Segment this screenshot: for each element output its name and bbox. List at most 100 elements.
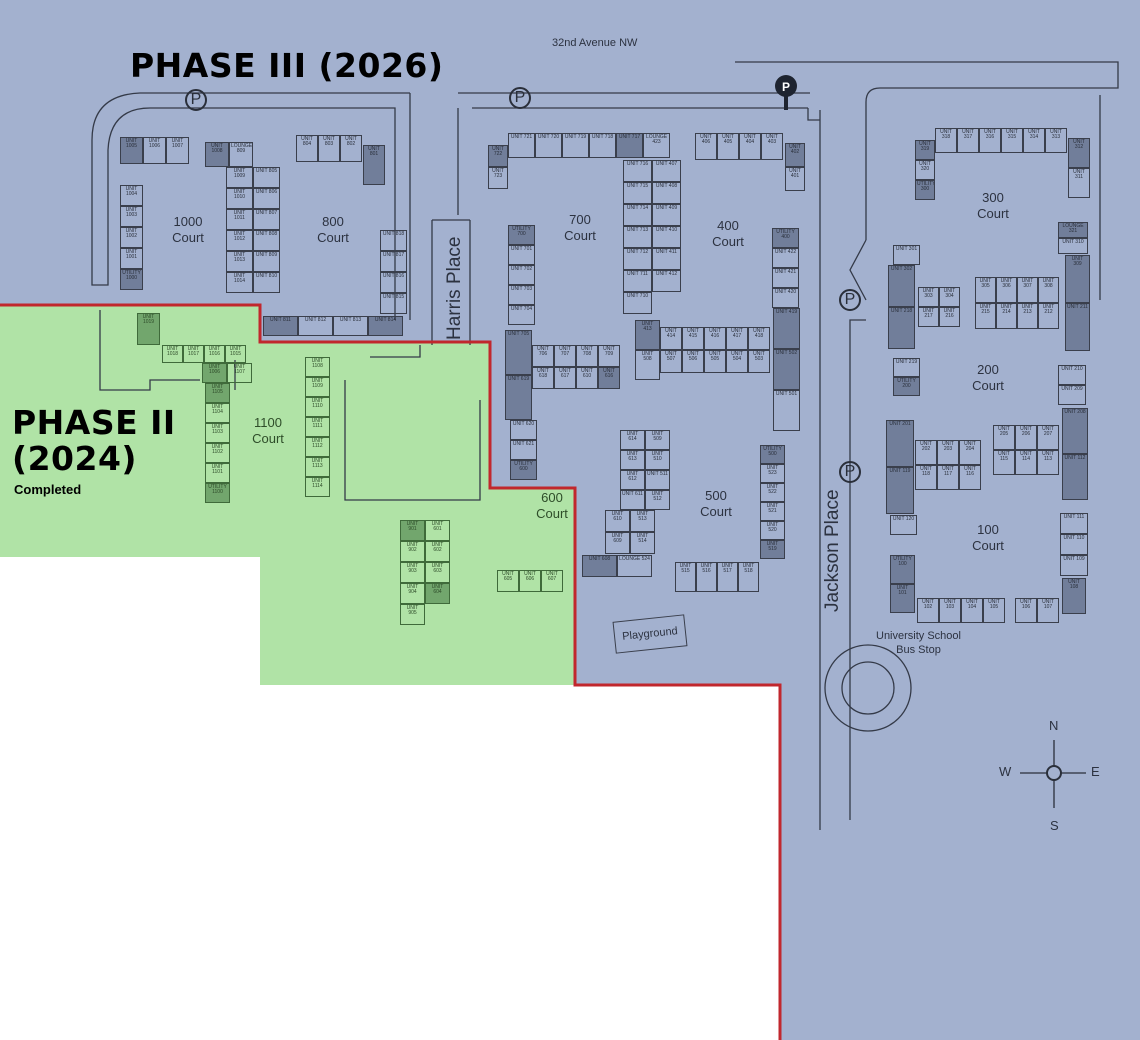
- unit-block: UNIT 309: [1065, 255, 1090, 303]
- compass-west: W: [999, 764, 1012, 779]
- unit-block: UNIT 523: [760, 464, 785, 483]
- unit-block: UNIT 415: [682, 327, 704, 350]
- unit-block: UTILITY 1000: [120, 269, 143, 290]
- unit-block: UNIT 715: [623, 182, 652, 204]
- unit-block: UNIT 501: [773, 390, 800, 431]
- unit-block: UNIT 607: [541, 570, 563, 592]
- unit-block: UNIT 110: [1060, 534, 1088, 555]
- parking-icon: P: [839, 289, 861, 311]
- unit-block: UNIT 713: [623, 226, 652, 248]
- unit-block: UNIT 707: [554, 345, 576, 367]
- unit-block: UNIT 418: [748, 327, 770, 350]
- unit-block: UNIT 718: [589, 133, 616, 158]
- unit-block: UNIT 612: [620, 470, 645, 490]
- unit-block: UNIT 420: [772, 288, 799, 308]
- unit-block: UNIT 522: [760, 483, 785, 502]
- unit-block: UNIT 202: [915, 440, 937, 465]
- unit-block: UNIT 603: [425, 562, 450, 583]
- unit-block: UNIT 520: [760, 521, 785, 540]
- street-label: 32nd Avenue NW: [552, 37, 638, 49]
- harris-place-label: Harris Place: [444, 236, 465, 340]
- unit-block: UNIT 811: [263, 316, 298, 336]
- unit-block: UNIT 812: [298, 316, 333, 336]
- unit-block: UNIT 722: [488, 145, 508, 167]
- unit-block: UNIT 1013: [226, 251, 253, 272]
- unit-block: UNIT 314: [1023, 128, 1045, 153]
- unit-block: UNIT 204: [959, 440, 981, 465]
- unit-block: UNIT 714: [623, 204, 652, 226]
- unit-block: UNIT 320: [915, 160, 935, 180]
- unit-block: UNIT 602: [425, 541, 450, 562]
- unit-block: UNIT 605: [497, 570, 519, 592]
- unit-block: LOUNGE 809: [229, 142, 253, 167]
- unit-block: UNIT 404: [739, 133, 761, 160]
- unit-block: UNIT 411: [652, 248, 681, 270]
- unit-block: UNIT 510: [645, 450, 670, 470]
- unit-block: UNIT 410: [652, 226, 681, 248]
- unit-block: UNIT 901: [400, 520, 425, 541]
- unit-block: UNIT 111: [1060, 513, 1088, 534]
- unit-block: UNIT 203: [937, 440, 959, 465]
- unit-block: UNIT 421: [772, 268, 799, 288]
- unit-block: UNIT 712: [623, 248, 652, 270]
- parking-icon: P: [509, 87, 531, 109]
- unit-block: UNIT 809: [253, 251, 280, 272]
- unit-block: UNIT 416: [704, 327, 726, 350]
- unit-block: UNIT 1011: [226, 209, 253, 230]
- unit-block: UNIT 1005: [120, 137, 143, 164]
- unit-block: UNIT 104: [961, 598, 983, 623]
- unit-block: UNIT 211: [1065, 303, 1090, 351]
- unit-block: UNIT 1112: [305, 437, 330, 457]
- unit-block: UNIT 723: [488, 167, 508, 189]
- unit-block: UNIT 614: [620, 430, 645, 450]
- unit-block: UNIT 805: [253, 167, 280, 188]
- unit-block: UNIT 613: [620, 450, 645, 470]
- unit-block: UNIT 702: [508, 265, 535, 285]
- unit-block: UNIT 817: [380, 251, 407, 272]
- unit-block: UNIT 1101: [205, 463, 230, 483]
- unit-block: UNIT 511: [645, 470, 670, 490]
- compass-east: E: [1091, 764, 1100, 779]
- unit-block: UNIT 505: [704, 350, 726, 373]
- unit-block: UNIT 711: [623, 270, 652, 292]
- unit-block: UNIT 402: [785, 143, 805, 167]
- unit-block: UNIT 816: [380, 272, 407, 293]
- unit-block: UNIT 210: [1058, 365, 1086, 385]
- unit-block: UNIT 117: [937, 465, 959, 490]
- unit-block: UNIT 216: [939, 307, 960, 327]
- phase-2-area: [0, 305, 575, 685]
- unit-block: UNIT 710: [623, 292, 652, 314]
- unit-block: UNIT 508: [635, 350, 660, 380]
- jackson-place-label: Jackson Place: [822, 489, 843, 612]
- unit-block: LOUNGE 321: [1058, 222, 1088, 238]
- unit-block: UNIT 705: [505, 330, 532, 375]
- unit-block: UNIT 611: [620, 490, 645, 510]
- unit-block: UNIT 219: [893, 358, 920, 377]
- unit-block: UNIT 1102: [205, 443, 230, 463]
- unit-block: UNIT 521: [760, 502, 785, 521]
- unit-block: UNIT 1103: [205, 423, 230, 443]
- unit-block: UNIT 903: [400, 562, 425, 583]
- unit-block: UNIT 815: [380, 293, 407, 314]
- unit-block: UNIT 1004: [120, 185, 143, 206]
- unit-block: UNIT 307: [1017, 277, 1038, 303]
- unit-block: UNIT 116: [959, 465, 981, 490]
- unit-block: UNIT 315: [1001, 128, 1023, 153]
- unit-block: UNIT 207: [1037, 425, 1059, 450]
- unit-block: UNIT 604: [425, 583, 450, 604]
- unit-block: UTILITY 100: [890, 555, 915, 584]
- unit-block: UNIT 419: [773, 308, 800, 349]
- unit-block: UNIT 1018: [162, 345, 183, 363]
- unit-block: UNIT 114: [1015, 450, 1037, 475]
- unit-block: UTILITY 400: [772, 228, 799, 248]
- unit-block: UNIT 606: [519, 570, 541, 592]
- unit-block: UNIT 1001: [120, 248, 143, 269]
- unit-block: UNIT 504: [726, 350, 748, 373]
